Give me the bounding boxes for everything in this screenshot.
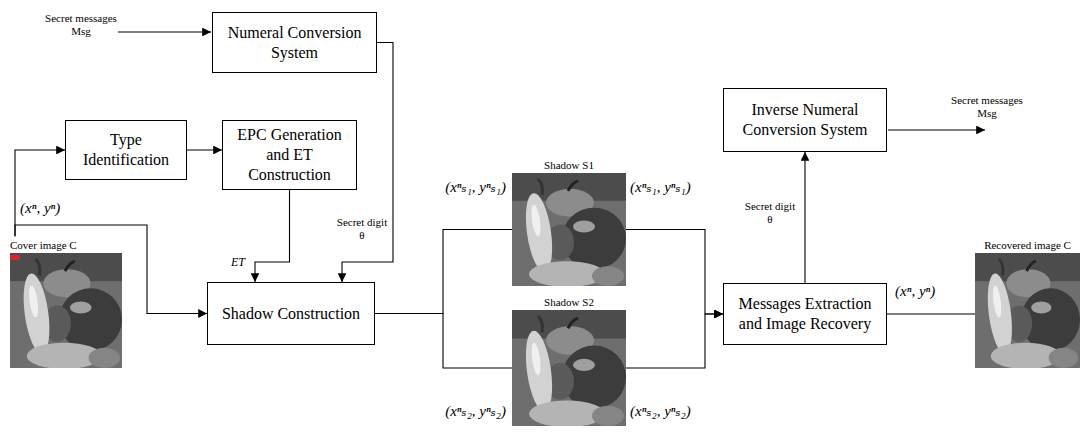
box-label: Inverse Numeral Conversion System: [732, 100, 878, 140]
image-caption: Cover image C: [10, 239, 122, 253]
process-box: EPC Generation and ET Construction: [222, 120, 357, 190]
image-panel: Recovered image C: [975, 239, 1080, 368]
process-box: Shadow Construction: [207, 282, 375, 345]
image-panel: Cover image C: [10, 239, 122, 368]
input-arrow: [118, 31, 211, 32]
connector: [15, 150, 65, 236]
box-label: Messages Extraction and Image Recovery: [732, 294, 878, 334]
edge-label: ET: [231, 255, 245, 269]
process-box: Messages Extraction and Image Recovery: [723, 283, 887, 345]
output-arrow: [888, 129, 985, 130]
connector: [187, 149, 222, 150]
image-panel: Shadow S1: [512, 159, 626, 286]
io-note: Secret messages Msg: [947, 94, 1027, 120]
box-label: Shadow Construction: [222, 304, 360, 324]
image-illustration: [512, 310, 626, 426]
image-caption: Shadow S1: [512, 159, 626, 173]
process-box: Numeral Conversion System: [212, 12, 377, 73]
connector: [887, 313, 975, 314]
connector: [255, 190, 290, 282]
box-label: Numeral Conversion System: [221, 23, 368, 63]
image-panel: Shadow S2: [512, 296, 626, 426]
box-label: EPC Generation and ET Construction: [231, 125, 348, 185]
edge-label: (xⁿₛ₂, yⁿₛ₂): [445, 402, 506, 420]
edge-label: (xⁿₛ₁, yⁿₛ₁): [630, 178, 691, 196]
region-marker: [10, 255, 20, 260]
connector: [626, 230, 723, 315]
connector: [626, 314, 723, 368]
edge-label: (xⁿ, yⁿ): [20, 199, 60, 217]
image-caption: Shadow S2: [512, 296, 626, 310]
io-note: Secret messages Msg: [45, 12, 117, 38]
image-caption: Recovered image C: [975, 239, 1080, 253]
edge-label: Secret digit θ: [742, 200, 798, 226]
connector: [804, 152, 805, 283]
image-illustration: [512, 173, 626, 286]
edge-label: (xⁿ, yⁿ): [895, 282, 935, 300]
connector: [375, 314, 512, 369]
image-illustration: [10, 253, 122, 368]
box-label: Type Identification: [74, 130, 178, 170]
process-box: Inverse Numeral Conversion System: [723, 88, 887, 152]
connector: [375, 230, 512, 314]
edge-label: (xⁿₛ₂, yⁿₛ₂): [630, 402, 691, 420]
edge-label: Secret digit θ: [334, 216, 390, 242]
image-illustration: [975, 253, 1080, 368]
process-box: Type Identification: [65, 120, 187, 180]
edge-label: (xⁿₛ₁, yⁿₛ₁): [445, 178, 506, 196]
